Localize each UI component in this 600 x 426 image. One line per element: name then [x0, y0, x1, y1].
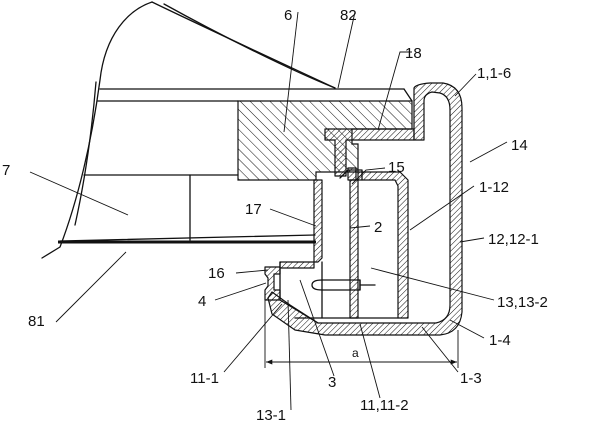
outer-shell-12 — [267, 82, 463, 336]
label-a: a — [352, 346, 359, 360]
label-81: 81 — [28, 313, 45, 330]
label-1-3: 1-3 — [460, 370, 482, 387]
dimension-a — [264, 300, 459, 368]
label-14: 14 — [511, 137, 528, 154]
label-11-11-2: 11,11-2 — [360, 397, 409, 414]
clip-16 — [264, 266, 281, 301]
label-1-4: 1-4 — [489, 332, 511, 349]
label-12-12-1: 12,12-1 — [488, 231, 539, 248]
label-13-1: 13-1 — [256, 407, 286, 424]
label-18: 18 — [405, 45, 422, 62]
label-82: 82 — [340, 7, 357, 24]
label-6: 6 — [284, 7, 292, 24]
leader-lines — [29, 11, 508, 411]
upper-body — [41, 1, 405, 259]
label-11-1: 11-1 — [190, 370, 219, 387]
clip-15 — [347, 167, 357, 181]
reference-labels: 6 82 18 1,1-6 14 15 7 17 2 1-12 12,12-1 … — [2, 7, 548, 424]
label-3: 3 — [328, 374, 336, 391]
label-17: 17 — [245, 201, 262, 218]
label-1-12: 1-12 — [479, 179, 509, 196]
label-7: 7 — [2, 162, 10, 179]
inner-wall-left — [279, 179, 323, 269]
inner-housing-13 — [357, 171, 409, 319]
label-13-13-2: 13,13-2 — [497, 294, 548, 311]
label-16: 16 — [208, 265, 225, 282]
label-1-1-6: 1,1-6 — [477, 65, 511, 82]
label-4: 4 — [198, 293, 206, 310]
label-15: 15 — [388, 159, 405, 176]
label-2: 2 — [374, 219, 382, 236]
circuit-board-2 — [349, 179, 359, 319]
